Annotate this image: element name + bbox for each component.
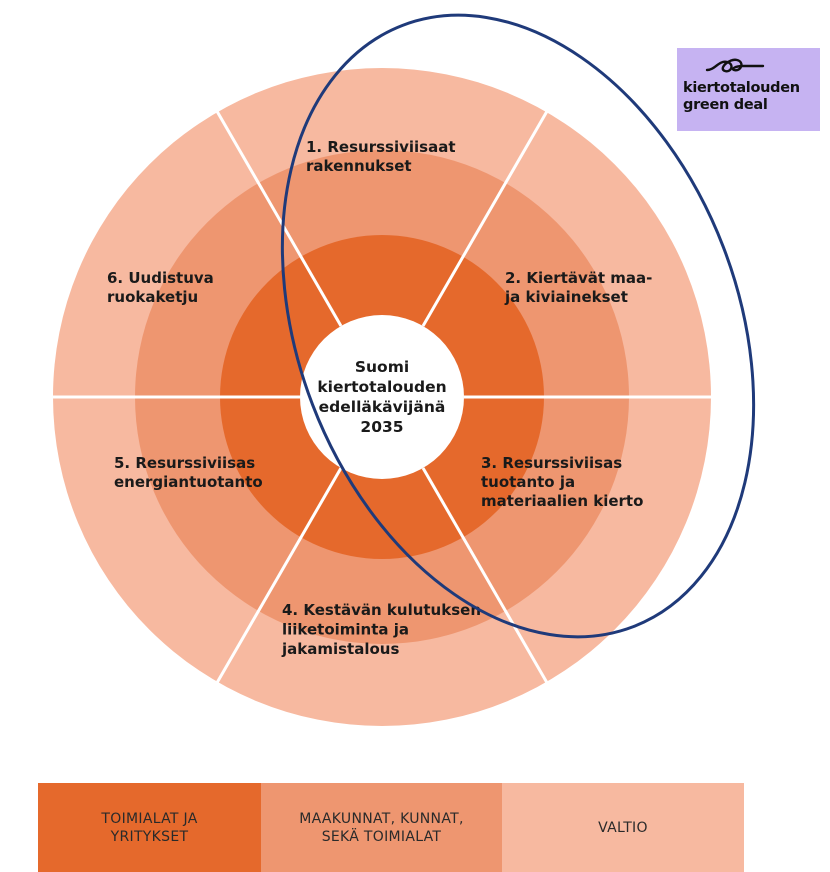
- segment-label-4-line-1: 4. Kestävän kulutuksen: [282, 601, 481, 619]
- kiertotalouden-green-deal-logo: kiertotalouden green deal: [677, 48, 820, 131]
- segment-label-1-line-1: 1. Resurssiviisaat: [306, 138, 456, 156]
- segment-label-3-line-2: tuotanto ja: [481, 473, 575, 491]
- segment-label-6-line-1: 6. Uudistuva: [107, 269, 214, 287]
- legend-maakunnat: MAAKUNNAT, KUNNAT, SEKÄ TOIMIALAT: [261, 783, 502, 872]
- segment-label-4-line-2: liiketoiminta ja: [282, 621, 409, 639]
- segment-label-2-line-2: ja kiviainekset: [504, 288, 628, 306]
- segment-divider-1: [421, 109, 549, 327]
- legend-toimialat: TOIMIALAT JA YRITYKSET: [38, 783, 261, 872]
- legend-label-3: VALTIO: [598, 819, 648, 836]
- logo-line-1: kiertotalouden: [683, 80, 800, 96]
- center-text-line-4: 2035: [360, 418, 403, 436]
- segment-dividers: [51, 109, 713, 685]
- legend-label-1: TOIMIALAT JA YRITYKSET: [101, 810, 198, 845]
- center-text-line-1: Suomi: [355, 358, 409, 376]
- segment-divider-3: [421, 467, 549, 685]
- center-text-line-3: edelläkävijänä: [319, 398, 446, 416]
- logo-line-2: green deal: [683, 97, 768, 113]
- segment-divider-6: [215, 109, 343, 327]
- segment-label-5-line-2: energiantuotanto: [114, 473, 263, 491]
- center-title: Suomi kiertotalouden edelläkävijänä 2035: [317, 358, 446, 436]
- segment-label-5-line-1: 5. Resurssiviisas: [114, 454, 255, 472]
- center-text-line-2: kiertotalouden: [317, 378, 446, 396]
- highlight-ellipse: [280, 13, 756, 639]
- segment-label-2: 2. Kiertävät maa-ja kiviainekset: [504, 269, 652, 306]
- segment-label-2-line-1: 2. Kiertävät maa-: [505, 269, 652, 287]
- segment-label-1-line-2: rakennukset: [306, 157, 412, 175]
- infinity-loop-icon: [705, 58, 765, 73]
- legend-valtio: VALTIO: [502, 783, 744, 872]
- segment-label-6-line-2: ruokaketju: [107, 288, 198, 306]
- segment-label-4-line-3: jakamistalous: [281, 640, 399, 658]
- segment-label-3-line-1: 3. Resurssiviisas: [481, 454, 622, 472]
- segment-divider-4: [215, 467, 343, 685]
- segment-label-3-line-3: materiaalien kierto: [481, 492, 643, 510]
- legend-bar: TOIMIALAT JA YRITYKSET MAAKUNNAT, KUNNAT…: [38, 783, 744, 872]
- center-text: Suomi kiertotalouden edelläkävijänä 2035: [317, 358, 446, 436]
- center-circle: [300, 315, 464, 479]
- legend-label-2: MAAKUNNAT, KUNNAT, SEKÄ TOIMIALAT: [299, 810, 464, 845]
